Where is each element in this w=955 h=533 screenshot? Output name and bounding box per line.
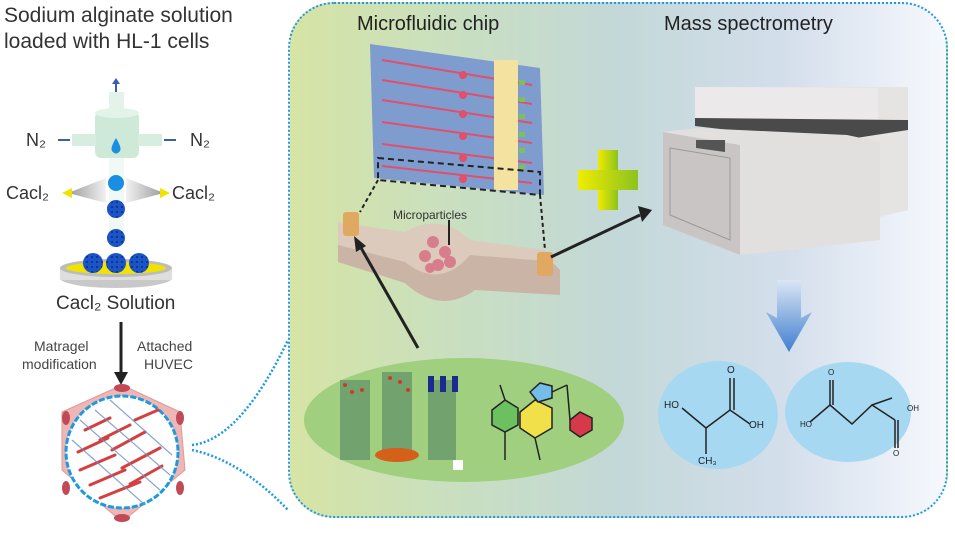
m2-o-top: O <box>828 368 835 377</box>
step-right-line-2: HUVEC <box>144 356 194 372</box>
title-line-1: Sodium alginate solution <box>4 4 233 27</box>
zoom-connector <box>191 339 290 511</box>
cacl-label-right: Cacl₂ <box>172 183 215 203</box>
nozzle-apparatus <box>58 78 176 247</box>
chip-device <box>338 212 560 301</box>
m1-ch3: CH₃ <box>698 456 717 467</box>
herb-plants-icon <box>340 372 463 470</box>
step-right-line-1: Attached <box>137 338 193 354</box>
cacl2-dish <box>60 253 172 288</box>
ms-title: Mass spectrometry <box>664 13 833 35</box>
cacl-label-left: Cacl₂ <box>6 183 49 203</box>
gas-label-left: N₂ <box>26 130 46 150</box>
m2-ho: HO <box>800 420 812 429</box>
plus-icon <box>578 150 638 210</box>
mass-spectrometer-icon <box>663 87 908 255</box>
m2-o-bottom: O <box>893 449 900 458</box>
m1-ho: HO <box>664 400 679 411</box>
lactic-acid-molecule <box>658 361 778 469</box>
m1-o: O <box>727 365 735 376</box>
droplet-icon <box>111 138 121 154</box>
chip-title: Microfluidic chip <box>357 13 500 35</box>
succinic-acid-molecule <box>785 362 911 462</box>
dish-label: Cacl₂ Solution <box>56 293 176 314</box>
microparticle-cross-section <box>61 384 186 523</box>
m1-oh: OH <box>749 420 764 431</box>
microfluidic-chip <box>359 44 546 251</box>
m2-oh: OH <box>907 404 919 413</box>
flow-arrows <box>354 206 652 349</box>
gas-label-right: N₂ <box>190 130 210 150</box>
compound-structure-icon <box>491 382 593 461</box>
microparticles-label: Microparticles <box>393 208 468 222</box>
process-arrow <box>114 322 128 385</box>
title-line-2: loaded with HL-1 cells <box>4 30 210 53</box>
down-arrow <box>766 280 812 352</box>
step-left-line-1: Matragel <box>34 338 89 354</box>
herb-compound-panel <box>304 358 624 482</box>
step-left-line-2: modification <box>22 356 97 372</box>
